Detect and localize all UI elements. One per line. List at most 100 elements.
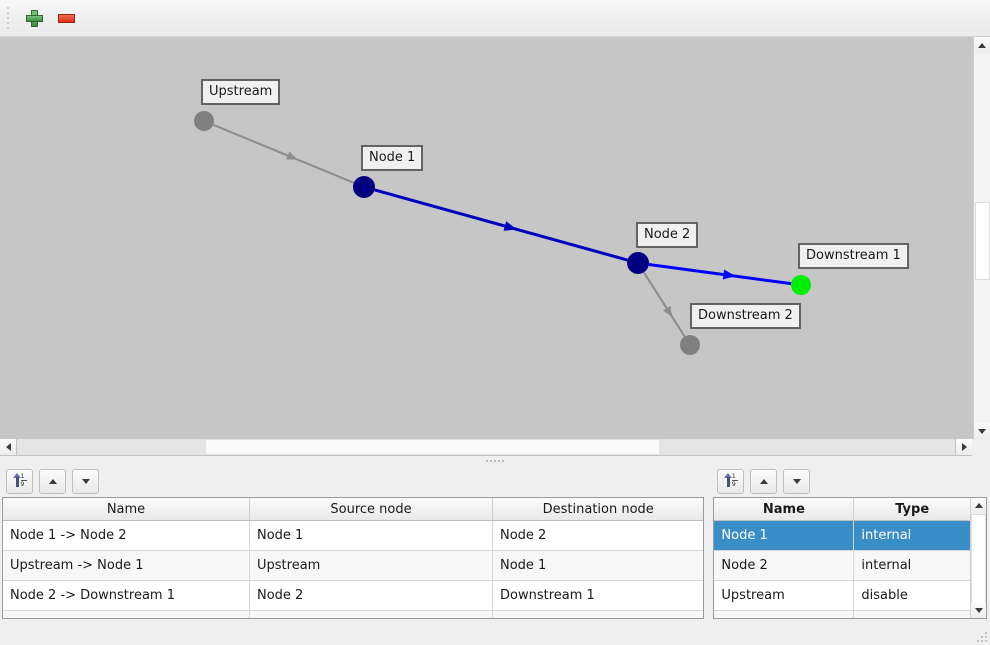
- graph-node-label-node1[interactable]: Node 1: [361, 145, 424, 171]
- graph-canvas[interactable]: [0, 37, 973, 439]
- sort-digit-bottom: 9: [20, 481, 25, 488]
- nodes-scroll-thumb[interactable]: [971, 514, 986, 610]
- nodes-move-down-button[interactable]: [783, 468, 811, 494]
- graph-node-label-node2[interactable]: Node 2: [636, 222, 699, 248]
- edges-table-cell[interactable]: Upstream: [249, 550, 493, 581]
- graph-vertical-scroll-thumb[interactable]: [975, 202, 990, 280]
- edges-table-cell[interactable]: Node 2: [249, 610, 493, 618]
- nodes-table-head: Name Type: [714, 498, 970, 521]
- edges-column-name[interactable]: Name: [3, 498, 250, 521]
- edges-table-cell[interactable]: Node 2 -> Downstream 1: [3, 580, 250, 611]
- nodes-table-cell[interactable]: Node 1: [714, 520, 855, 551]
- chevron-right-icon: [961, 443, 967, 451]
- graph-node-node2[interactable]: [627, 252, 649, 274]
- graph-edge-node2-downstream1[interactable]: [648, 262, 792, 286]
- edges-table-cell[interactable]: Upstream -> Node 1: [3, 550, 250, 581]
- graph-scroll-up-button[interactable]: [974, 37, 990, 53]
- nodes-table-cell[interactable]: downstream: [853, 610, 970, 618]
- nodes-table-cell[interactable]: Node 2: [714, 550, 855, 581]
- nodes-table-row[interactable]: Downstream 1downstream: [714, 610, 970, 618]
- nodes-scroll-up-button[interactable]: [971, 498, 986, 513]
- graph-edge-arrow-node2-downstream2: [663, 305, 673, 318]
- edges-column-source[interactable]: Source node: [249, 498, 493, 521]
- graph-horizontal-scroll-thumb[interactable]: [205, 439, 660, 455]
- triangle-down-icon: [792, 478, 801, 484]
- horizontal-splitter[interactable]: [0, 456, 990, 465]
- vertical-splitter[interactable]: [706, 465, 712, 619]
- graph-node-label-downstream2[interactable]: Downstream 2: [690, 303, 801, 329]
- edges-table-cell[interactable]: Node 2: [492, 520, 704, 551]
- nodes-sort-button[interactable]: 1 9: [717, 468, 745, 494]
- nodes-table-scrollbar[interactable]: [970, 498, 986, 618]
- nodes-table-cell[interactable]: disable: [853, 580, 970, 611]
- edges-column-destination[interactable]: Destination node: [492, 498, 704, 521]
- nodes-column-name[interactable]: Name: [714, 498, 855, 521]
- splitter-grip-icon: [486, 459, 504, 462]
- scrollbar-corner: [972, 439, 990, 456]
- nodes-table-cell[interactable]: Downstream 1: [714, 610, 855, 618]
- chevron-up-icon: [974, 503, 983, 508]
- chevron-down-icon: [974, 608, 983, 613]
- edges-table-cell[interactable]: Node 1: [249, 520, 493, 551]
- edges-table-cell[interactable]: Downstream 2: [492, 610, 704, 618]
- remove-node-button[interactable]: [50, 3, 82, 33]
- edges-table-cell[interactable]: Node 1 -> Node 2: [3, 520, 250, 551]
- graph-edge-node2-downstream2[interactable]: [643, 271, 686, 338]
- graph-node-downstream2[interactable]: [680, 335, 700, 355]
- sort-digit-bottom: 9: [731, 481, 736, 488]
- edges-table-container: Name Source node Destination node Node 1…: [2, 497, 705, 619]
- edges-sort-button[interactable]: 1 9: [6, 468, 33, 494]
- nodes-table-cell[interactable]: internal: [853, 520, 970, 551]
- add-node-button[interactable]: [18, 3, 50, 33]
- sort-order-icon: 1 9: [723, 473, 739, 489]
- edges-move-down-button[interactable]: [72, 468, 99, 494]
- toolbar-drag-handle[interactable]: [3, 5, 12, 31]
- graph-node-label-downstream1[interactable]: Downstream 1: [798, 243, 909, 269]
- triangle-up-icon: [759, 478, 768, 484]
- graph-scroll-right-button[interactable]: [956, 439, 972, 455]
- graph-node-upstream[interactable]: [194, 111, 214, 131]
- edges-table-cell[interactable]: Node 2: [249, 580, 493, 611]
- triangle-up-icon: [48, 478, 57, 484]
- edges-header-row: Name Source node Destination node: [3, 498, 704, 521]
- nodes-table-cell[interactable]: Upstream: [714, 580, 855, 611]
- graph-node-label-upstream[interactable]: Upstream: [201, 79, 281, 105]
- resize-grip-icon[interactable]: [977, 632, 987, 642]
- nodes-column-type[interactable]: Type: [853, 498, 970, 521]
- graph-scroll-left-button[interactable]: [0, 439, 16, 455]
- nodes-scroll-down-button[interactable]: [971, 603, 986, 618]
- graph-edge-node1-node2[interactable]: [374, 188, 628, 262]
- graph-scroll-down-button[interactable]: [974, 423, 990, 439]
- graph-vertical-scrollbar[interactable]: [973, 37, 990, 439]
- main-toolbar: [0, 0, 990, 37]
- nodes-table-cell[interactable]: internal: [853, 550, 970, 581]
- edges-table-cell[interactable]: Node 1: [492, 550, 704, 581]
- minus-icon: [57, 13, 75, 23]
- nodes-move-up-button[interactable]: [750, 468, 778, 494]
- graph-horizontal-scrollbar[interactable]: [0, 439, 990, 456]
- graph-node-node1[interactable]: [353, 176, 375, 198]
- chevron-left-icon: [5, 443, 11, 451]
- sort-digit-top: 1: [731, 473, 736, 480]
- chevron-up-icon: [978, 42, 986, 48]
- edges-table-cell[interactable]: Downstream 1: [492, 580, 704, 611]
- edges-table-cell[interactable]: Node 2 -> Downstream 2: [3, 610, 250, 618]
- graph-edge-upstream-node1[interactable]: [212, 123, 355, 184]
- graph-node-downstream1[interactable]: [791, 275, 811, 295]
- edges-move-up-button[interactable]: [39, 468, 66, 494]
- sort-order-icon: 1 9: [12, 473, 28, 489]
- status-bar: [0, 619, 990, 645]
- nodes-toolbar: 1 9: [711, 465, 990, 497]
